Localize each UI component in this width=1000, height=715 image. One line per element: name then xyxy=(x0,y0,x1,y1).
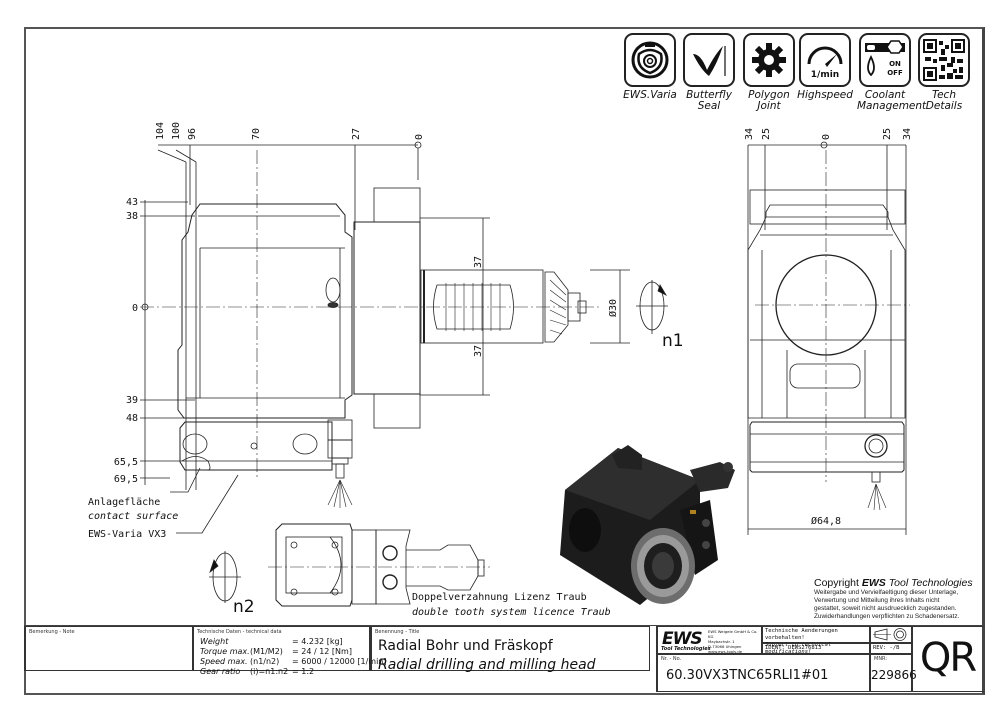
feature-butterfly-seal: Butterfly Seal xyxy=(681,33,737,112)
dim-0-v: 0 xyxy=(132,303,138,314)
dim-69-5: 69,5 xyxy=(114,474,138,485)
dim-0-front: 0 xyxy=(821,134,832,140)
rotation-n2-label: n2 xyxy=(233,597,255,617)
tech-row-speed: Speed max.(n1/n2)= 6000 / 12000 [1/min] xyxy=(200,657,387,666)
first-angle-projection-icon xyxy=(873,628,907,641)
dim-38: 38 xyxy=(126,211,138,222)
mnr-cell: MNR: 229866 xyxy=(870,654,917,692)
dim-diameter-30: Ø30 xyxy=(607,299,619,317)
feature-tech-details[interactable]: Tech Details xyxy=(916,33,972,112)
drawing-frame xyxy=(24,27,985,695)
tech-row-weight: Weight= 4.232 [kg] xyxy=(200,637,343,646)
dim-37-bottom: 37 xyxy=(473,345,484,357)
feature-label: Tech Details xyxy=(925,89,963,112)
tech-data-cell: Technische Daten - technical data Weight… xyxy=(193,626,387,676)
title-cell: Benennung - Title Radial Bohr und Fräsko… xyxy=(370,626,650,673)
title-en: Radial drilling and milling head xyxy=(378,657,596,673)
note-cell: Bemerkung - Note xyxy=(24,626,193,671)
dim-37-top: 37 xyxy=(473,256,484,268)
technical-drawing: 104 100 96 70 27 0 43 38 0 39 48 65,5 69… xyxy=(88,122,913,618)
projection-symbol xyxy=(870,626,912,643)
tool-3d-render xyxy=(560,445,735,605)
callout-tooth-en: double tooth system licence Traub xyxy=(412,607,611,618)
dim-100: 100 xyxy=(171,122,182,140)
butterfly-seal-icon xyxy=(683,33,735,87)
feature-label: EWS.Varia xyxy=(623,89,677,101)
feature-ews-varia: EWS.Varia xyxy=(622,33,678,101)
revision-cell: REV: -/B xyxy=(870,643,912,654)
polygon-joint-icon xyxy=(743,33,795,87)
tech-row-gear: Gear ratio(i)=n1:n2= 1:2 xyxy=(200,667,315,676)
svg-text:ON: ON xyxy=(889,60,901,68)
rotation-n1-label: n1 xyxy=(662,331,684,351)
callout-varia: EWS-Varia VX3 xyxy=(88,529,166,540)
mnr-number: 229866 xyxy=(871,668,917,682)
part-number: 60.30VX3TNC65RLI1#01 xyxy=(666,668,829,683)
svg-text:OFF: OFF xyxy=(887,69,903,77)
callout-contact-en: contact surface xyxy=(88,511,178,522)
copyright-notice: Copyright EWS Tool Technologies Weiterga… xyxy=(814,577,973,620)
dim-96: 96 xyxy=(187,128,198,140)
title-de: Radial Bohr und Fräskopf xyxy=(378,638,553,654)
ident-cell: IDENT: DEWS276813 xyxy=(762,643,870,654)
modification-note: Technische Aenderungen vorbehalten!Subje… xyxy=(762,626,870,655)
feature-label: Butterfly Seal xyxy=(686,89,732,112)
dim-70: 70 xyxy=(251,128,262,140)
qr-code-icon[interactable] xyxy=(918,33,970,87)
feature-label: Coolant Management xyxy=(857,89,927,112)
ews-varia-icon xyxy=(624,33,676,87)
ews-logo: EWS xyxy=(662,629,703,649)
feature-polygon-joint: Polygon Joint xyxy=(741,33,797,112)
qr-cell: QR xyxy=(912,626,985,692)
highspeed-icon-text: 1/min xyxy=(811,70,839,80)
title-block: Bemerkung - Note Technische Daten - tech… xyxy=(24,625,985,696)
dim-34-right: 34 xyxy=(902,128,913,140)
dim-0: 0 xyxy=(414,134,425,140)
dim-65-5: 65,5 xyxy=(114,457,138,468)
dim-43: 43 xyxy=(126,197,138,208)
feature-highspeed: 1/min Highspeed xyxy=(797,33,853,101)
highspeed-icon: 1/min xyxy=(799,33,851,87)
tech-row-torque: Torque max.(M1/M2)= 24 / 12 [Nm] xyxy=(200,647,352,656)
callout-contact-de: Anlagefläche xyxy=(88,497,160,508)
dim-34-left: 34 xyxy=(744,128,755,140)
qr-label: QR xyxy=(919,635,977,681)
part-number-cell: Nr. - No. 60.30VX3TNC65RLI1#01 xyxy=(656,654,870,692)
dim-48: 48 xyxy=(126,413,138,424)
callout-tooth-de: Doppelverzahnung Lizenz Traub xyxy=(412,592,587,603)
dim-104: 104 xyxy=(155,122,166,140)
dim-diameter-64-8: Ø64,8 xyxy=(811,515,841,527)
feature-label: Highspeed xyxy=(797,89,853,101)
dim-27: 27 xyxy=(351,128,362,140)
dim-25-right: 25 xyxy=(882,128,893,140)
dim-25-left: 25 xyxy=(761,128,772,140)
feature-label: Polygon Joint xyxy=(748,89,790,112)
company-logo-cell: EWS Tool Technologies EWS Weigele GmbH &… xyxy=(656,626,762,654)
dim-39: 39 xyxy=(126,395,138,406)
